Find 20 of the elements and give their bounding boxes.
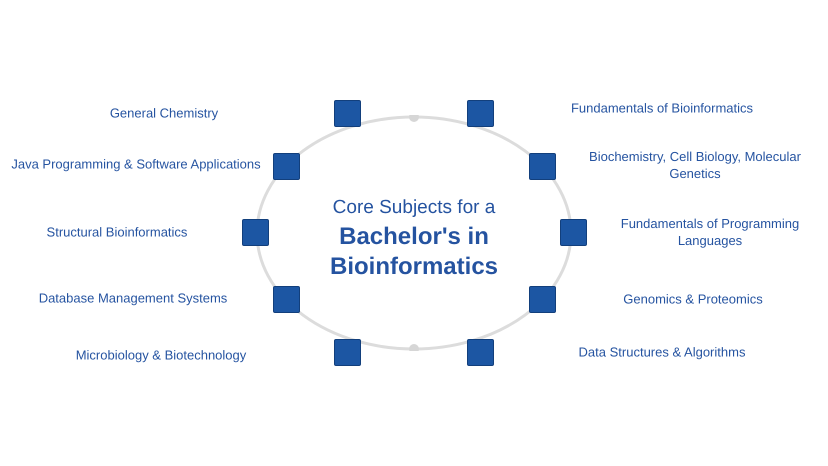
square-marker <box>272 152 300 180</box>
subject-label: General Chemistry <box>108 104 220 122</box>
square-marker <box>528 152 556 180</box>
square-marker <box>242 218 268 246</box>
square-marker <box>334 338 360 366</box>
subject-label: Structural Bioinformatics <box>46 224 188 240</box>
subject-label: Biochemistry, Cell Biology, Molecular Genetics <box>588 148 802 182</box>
subject-label: Fundamentals of Bioinformatics <box>570 100 754 116</box>
subject-label: Microbiology & Biotechnology <box>74 346 248 364</box>
subject-label: Database Management Systems <box>38 290 228 306</box>
square-marker <box>334 100 360 126</box>
subject-label: Fundamentals of Programming Languages <box>620 215 800 249</box>
subject-label: Java Programming & Software Applications <box>10 156 262 172</box>
square-marker <box>466 100 494 126</box>
square-marker <box>466 338 494 366</box>
square-marker <box>560 218 586 246</box>
subject-label: Genomics & Proteomics <box>622 290 764 308</box>
subject-label: Data Structures & Algorithms <box>578 344 746 360</box>
center-subtitle: Core Subjects for a <box>332 197 496 219</box>
center-title: Bachelor's in Bioinformatics <box>328 222 500 282</box>
